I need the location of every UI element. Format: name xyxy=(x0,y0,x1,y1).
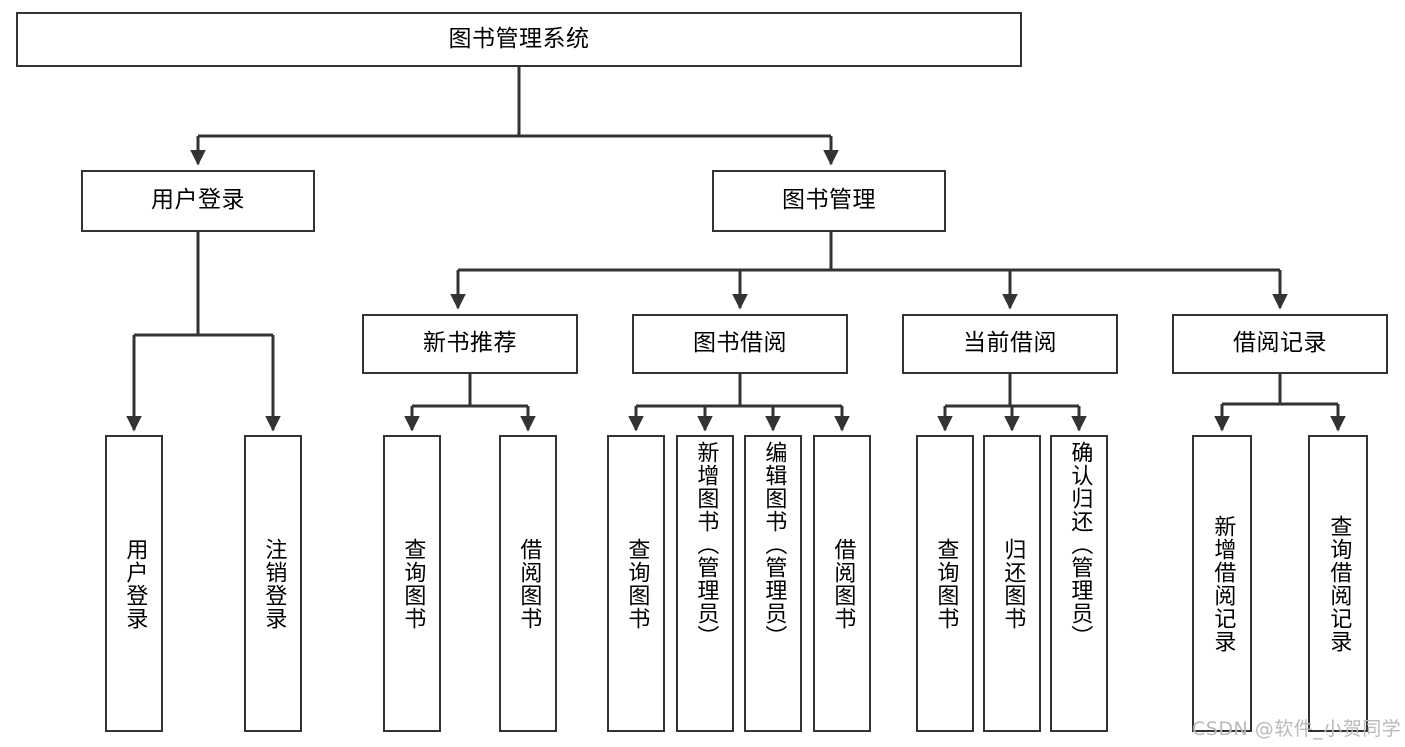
leaf-borrow-edit-book[interactable]: 编辑图书（管理员） xyxy=(744,435,802,732)
node-label: 查询图书 xyxy=(624,537,650,630)
node-root-system[interactable]: 图书管理系统 xyxy=(16,12,1022,67)
leaf-recommend-borrow-book[interactable]: 借阅图书 xyxy=(499,435,557,732)
leaf-user-login-login[interactable]: 用户登录 xyxy=(105,435,163,732)
node-current-borrow[interactable]: 当前借阅 xyxy=(902,314,1118,374)
leaf-record-query-record[interactable]: 查询借阅记录 xyxy=(1308,435,1368,732)
node-label: 图书管理系统 xyxy=(448,25,590,52)
leaf-current-return-book[interactable]: 归还图书 xyxy=(983,435,1041,732)
node-label: 图书管理 xyxy=(782,187,876,214)
node-borrow-record[interactable]: 借阅记录 xyxy=(1172,314,1388,374)
leaf-record-add-record[interactable]: 新增借阅记录 xyxy=(1192,435,1252,732)
node-label: 新增图书（管理员） xyxy=(693,441,719,648)
csdn-watermark: CSDN @软件_小贺同学 xyxy=(1192,718,1402,740)
node-label: 借阅记录 xyxy=(1233,330,1327,357)
node-label: 用户登录 xyxy=(122,537,148,630)
leaf-borrow-query-book[interactable]: 查询图书 xyxy=(607,435,665,732)
leaf-borrow-borrow-book[interactable]: 借阅图书 xyxy=(813,435,871,732)
leaf-user-login-logout[interactable]: 注销登录 xyxy=(244,435,302,732)
node-label: 查询图书 xyxy=(933,537,959,630)
node-label: 注销登录 xyxy=(261,537,287,630)
node-label: 用户登录 xyxy=(151,187,245,214)
node-label: 新书推荐 xyxy=(423,330,517,357)
node-label: 查询借阅记录 xyxy=(1326,514,1352,653)
node-book-borrow[interactable]: 图书借阅 xyxy=(632,314,848,374)
leaf-borrow-add-book[interactable]: 新增图书（管理员） xyxy=(676,435,734,732)
node-label: 当前借阅 xyxy=(963,330,1057,357)
leaf-current-query-book[interactable]: 查询图书 xyxy=(916,435,974,732)
node-label: 借阅图书 xyxy=(830,537,856,630)
node-label: 确认归还（管理员） xyxy=(1067,441,1093,648)
leaf-recommend-query-book[interactable]: 查询图书 xyxy=(383,435,441,732)
node-book-management[interactable]: 图书管理 xyxy=(712,170,946,232)
leaf-current-confirm-return[interactable]: 确认归还（管理员） xyxy=(1050,435,1108,732)
node-user-login[interactable]: 用户登录 xyxy=(81,170,315,232)
node-label: 新增借阅记录 xyxy=(1210,514,1236,653)
node-label: 归还图书 xyxy=(1000,537,1026,630)
node-new-book-recommend[interactable]: 新书推荐 xyxy=(362,314,578,374)
node-label: 查询图书 xyxy=(400,537,426,630)
node-label: 编辑图书（管理员） xyxy=(761,441,787,648)
node-label: 借阅图书 xyxy=(516,537,542,630)
node-label: 图书借阅 xyxy=(693,330,787,357)
